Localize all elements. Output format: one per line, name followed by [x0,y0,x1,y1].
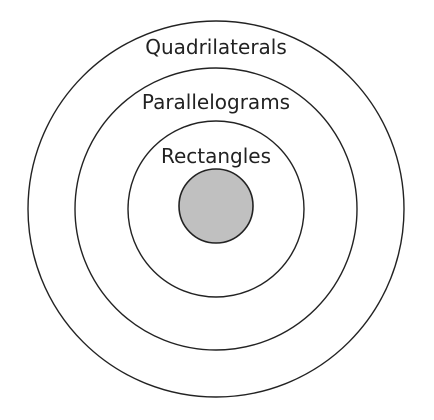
middle-circle-label: Parallelograms [142,90,290,114]
inner-circle [127,120,305,298]
outer-circle [27,20,405,398]
outer-circle-label: Quadrilaterals [145,35,287,59]
core-shaded-circle [178,168,254,244]
middle-circle [74,67,358,351]
inner-circle-label: Rectangles [161,144,271,168]
